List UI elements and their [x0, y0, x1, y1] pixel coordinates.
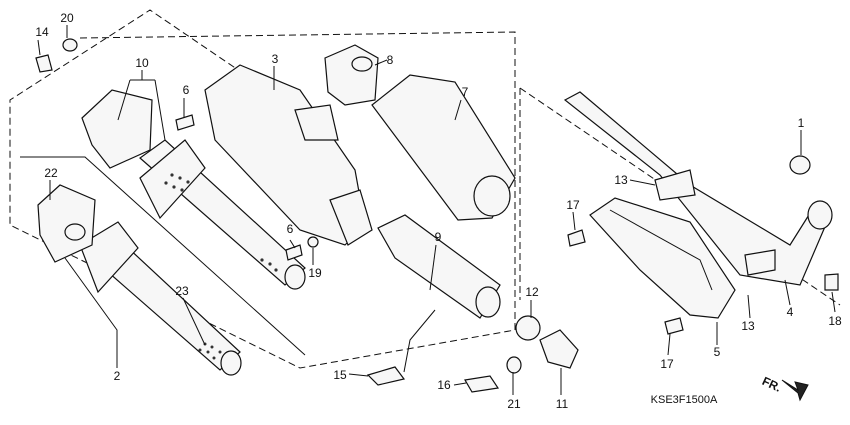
callout-21: 21: [507, 397, 521, 411]
callout-4: 4: [787, 305, 794, 319]
pipe-fasteners: [567, 155, 839, 335]
heat-shield-5: [589, 197, 736, 319]
callout-19: 19: [308, 266, 322, 280]
callout-6b: 6: [287, 222, 294, 236]
packing-8: [324, 44, 379, 106]
bolt-17b: [664, 317, 684, 335]
muffler-body-3: [204, 64, 373, 246]
callout-1: 1: [798, 116, 805, 130]
rivet-6a: [175, 114, 195, 131]
callout-23: 23: [175, 284, 189, 298]
bolt-15: [366, 366, 406, 386]
callout-14: 14: [35, 25, 49, 39]
inner-pipe-10: [81, 89, 306, 290]
front-label: FR.: [760, 374, 783, 395]
callout-13a: 13: [614, 173, 628, 187]
callout-labels: 14 20 10 22 6 3 8 7 6 19 9 23 2 12 15 16…: [35, 11, 842, 411]
band-11: [539, 329, 579, 369]
callout-9: 9: [435, 230, 442, 244]
callout-17a: 17: [566, 198, 580, 212]
callout-15: 15: [333, 368, 347, 382]
diagram-code: KSE3F1500A: [651, 394, 718, 406]
callout-16: 16: [437, 378, 451, 392]
gasket-1: [789, 155, 811, 175]
rivet-6b: [285, 244, 303, 261]
inner-pipe-23: [79, 221, 242, 376]
callout-18: 18: [828, 314, 842, 328]
callout-12: 12: [525, 285, 539, 299]
callout-11: 11: [556, 397, 569, 411]
leader-lines: [37, 25, 836, 395]
callout-6a: 6: [183, 83, 190, 97]
callout-2: 2: [114, 369, 121, 383]
callout-13b: 13: [741, 319, 755, 333]
callout-22: 22: [44, 166, 58, 180]
callout-5: 5: [714, 345, 721, 359]
fasteners: [35, 38, 319, 261]
callout-3: 3: [272, 52, 279, 66]
bolt-16: [464, 375, 500, 393]
callout-20: 20: [60, 11, 74, 25]
bolt-17a: [567, 229, 586, 247]
end-cap-22: [37, 184, 96, 263]
washer-20: [62, 38, 78, 52]
bolt-14: [35, 54, 53, 73]
callout-10: 10: [135, 56, 149, 70]
joint-pipe-9: [377, 214, 501, 319]
callout-17b: 17: [660, 357, 674, 371]
washer-21: [506, 356, 522, 374]
nut-18: [824, 273, 839, 291]
small-parts: [366, 309, 579, 393]
callout-8: 8: [387, 53, 394, 67]
gasket-12: [515, 315, 541, 341]
packing-7: [371, 74, 516, 221]
exhaust-pipe-4: [563, 91, 833, 286]
washer-19: [307, 236, 319, 248]
callout-7: 7: [462, 85, 469, 99]
front-direction-arrow-icon: [781, 379, 809, 402]
